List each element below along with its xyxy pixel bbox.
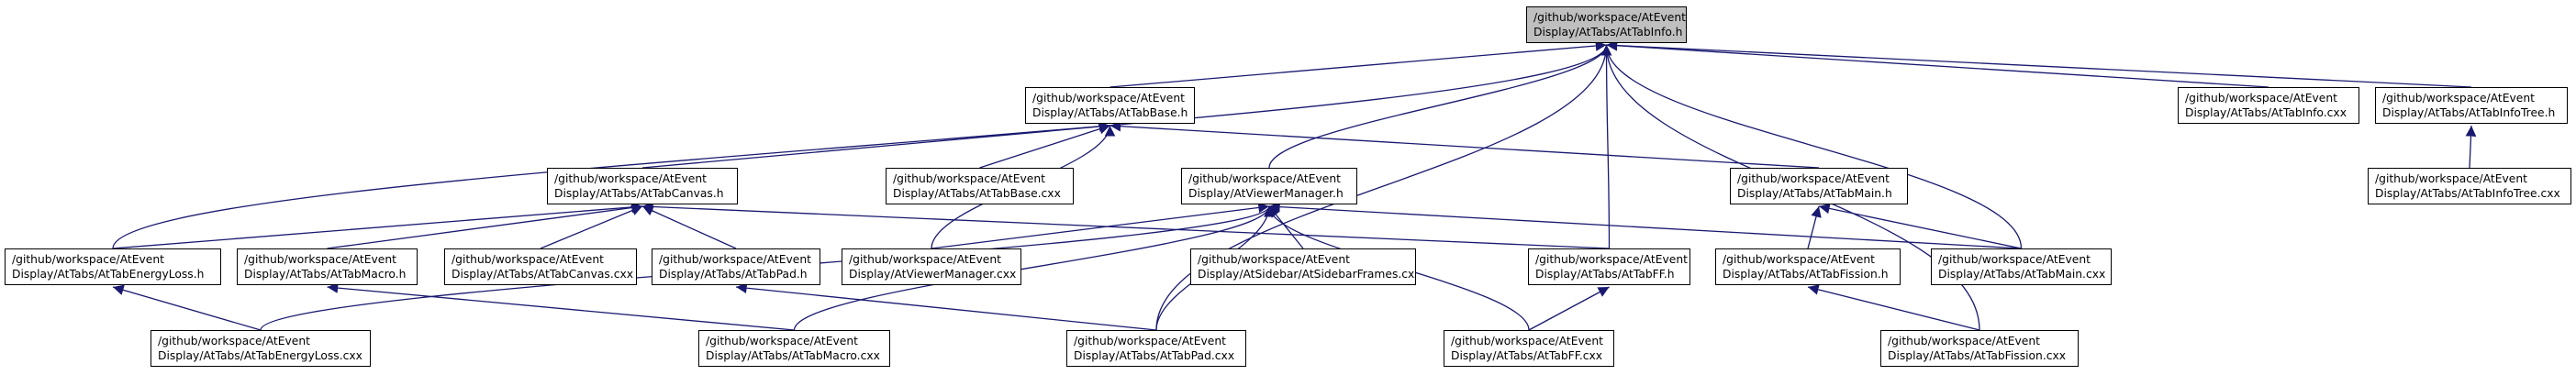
node-attabenergyloss-h[interactable]: /github/workspace/AtEvent Display/AtTabs… xyxy=(5,248,221,285)
edge-tabcanvas_h-to-tabbase_h xyxy=(641,121,1110,169)
edge-tabinfo_cxx-to-root xyxy=(1606,39,2269,88)
node-attabcanvas-h[interactable]: /github/workspace/AtEvent Display/AtTabs… xyxy=(547,168,738,204)
node-line-2: Display/AtTabs/AtTabBase.h xyxy=(1032,106,1188,119)
node-atviewermanager-cxx[interactable]: /github/workspace/AtEvent Display/AtView… xyxy=(842,248,1021,285)
edge-tabenergyloss_h-to-root xyxy=(112,44,1612,249)
node-line-2: Display/AtTabs/AtTabInfoTree.h xyxy=(2382,106,2556,119)
edge-sidebarframes_cxx-to-viewermanager_h xyxy=(1268,205,1304,249)
node-line-2: Display/AtTabs/AtTabPad.h xyxy=(659,268,808,281)
node-line-2: Display/AtTabs/AtTabMain.cxx xyxy=(1938,268,2106,281)
node-line-1: /github/workspace/AtEvent xyxy=(1032,92,1185,105)
edge-viewermanager_cxx-to-viewermanager_h xyxy=(931,202,1270,249)
node-line-1: /github/workspace/AtEvent xyxy=(2375,172,2527,185)
node-line-2: Display/AtTabs/AtTabMain.h xyxy=(1737,187,1892,200)
node-attabenergyloss-cxx[interactable]: /github/workspace/AtEvent Display/AtTabs… xyxy=(151,330,371,367)
node-attabmain-cxx[interactable]: /github/workspace/AtEvent Display/AtTabs… xyxy=(1931,248,2112,285)
node-line-2: Display/AtTabs/AtTabInfo.h xyxy=(1533,26,1683,39)
edge-tabinfotree_h-to-root xyxy=(1606,39,2472,88)
node-line-1: /github/workspace/AtEvent xyxy=(1938,253,2091,266)
node-line-1: /github/workspace/AtEvent xyxy=(452,253,604,266)
node-line-2: Display/AtTabs/AtTabCanvas.cxx xyxy=(452,268,634,281)
node-line-1: /github/workspace/AtEvent xyxy=(1737,172,1890,185)
node-line-1: /github/workspace/AtEvent xyxy=(12,253,164,266)
node-attabmain-h[interactable]: /github/workspace/AtEvent Display/AtTabs… xyxy=(1730,168,1908,204)
node-line-1: /github/workspace/AtEvent xyxy=(554,172,707,185)
node-line-1: /github/workspace/AtEvent xyxy=(1198,253,1350,266)
node-root-attabinfo-h: /github/workspace/AtEvent Display/AtTabs… xyxy=(1526,6,1687,43)
node-line-1: /github/workspace/AtEvent xyxy=(659,253,811,266)
edge-tabenergyloss_h-to-tabcanvas_h xyxy=(112,202,643,249)
edge-tabmacro_h-to-tabcanvas_h xyxy=(327,202,643,249)
node-line-2: Display/AtTabs/AtTabFission.cxx xyxy=(1888,349,2067,362)
node-attabcanvas-cxx[interactable]: /github/workspace/AtEvent Display/AtTabs… xyxy=(444,248,637,285)
edge-tabff_h-to-root xyxy=(1600,44,1612,249)
node-line-2: Display/AtTabs/AtTabFF.cxx xyxy=(1451,349,1603,362)
node-attabfission-h[interactable]: /github/workspace/AtEvent Display/AtTabs… xyxy=(1715,248,1901,285)
node-atsidebarframes-cxx[interactable]: /github/workspace/AtEvent Display/AtSide… xyxy=(1190,248,1416,285)
edge-tabmain_cxx-to-root xyxy=(1600,44,2023,249)
node-attabmacro-cxx[interactable]: /github/workspace/AtEvent Display/AtTabs… xyxy=(698,330,890,367)
edge-tabcanvas_cxx-to-tabcanvas_h xyxy=(540,205,643,249)
edge-tabff_h-to-tabcanvas_h xyxy=(641,201,1610,249)
node-attabfission-cxx[interactable]: /github/workspace/AtEvent Display/AtTabs… xyxy=(1880,330,2079,367)
node-line-2: Display/AtTabs/AtTabPad.cxx xyxy=(1074,349,1235,362)
node-atviewermanager-h[interactable]: /github/workspace/AtEvent Display/AtView… xyxy=(1181,168,1357,204)
edge-tabff_cxx-to-tabff_h xyxy=(1528,286,1610,331)
edge-tabmain_cxx-to-viewermanager_h xyxy=(1268,201,2022,249)
node-line-2: Display/AtSidebar/AtSidebarFrames.cxx xyxy=(1198,268,1416,281)
node-attabpad-cxx[interactable]: /github/workspace/AtEvent Display/AtTabs… xyxy=(1066,330,1246,367)
edge-tabfission_cxx-to-tabfission_h xyxy=(1807,284,1980,331)
edge-tabmain_cxx-to-tabmain_h xyxy=(1818,203,2022,249)
edge-tabfission_h-to-tabmain_h xyxy=(1807,205,1822,249)
node-line-1: /github/workspace/AtEvent xyxy=(244,253,396,266)
edge-tabpad_cxx-to-tabpad_h xyxy=(735,282,1157,331)
node-line-2: Display/AtTabs/AtTabFF.h xyxy=(1535,268,1675,281)
node-attabinfotree-h[interactable]: /github/workspace/AtEvent Display/AtTabs… xyxy=(2375,87,2568,124)
node-line-1: /github/workspace/AtEvent xyxy=(1535,253,1688,266)
node-line-1: /github/workspace/AtEvent xyxy=(706,335,858,347)
node-line-2: Display/AtTabs/AtTabMacro.h xyxy=(244,268,407,281)
node-line-2: Display/AtTabs/AtTabEnergyLoss.cxx xyxy=(158,349,362,362)
edge-tabpad_h-to-tabcanvas_h xyxy=(641,205,737,249)
node-attabbase-cxx[interactable]: /github/workspace/AtEvent Display/AtTabs… xyxy=(886,168,1074,204)
node-line-2: Display/AtTabs/AtTabCanvas.h xyxy=(554,187,724,200)
node-line-1: /github/workspace/AtEvent xyxy=(2382,92,2535,105)
node-line-1: /github/workspace/AtEvent xyxy=(2185,92,2337,105)
node-line-2: Display/AtViewerManager.cxx xyxy=(849,268,1017,281)
node-attabinfotree-cxx[interactable]: /github/workspace/AtEvent Display/AtTabs… xyxy=(2368,168,2571,204)
edge-tabinfotree_cxx-to-tabinfotree_h xyxy=(2465,125,2477,169)
node-line-1: /github/workspace/AtEvent xyxy=(893,172,1045,185)
node-line-1: /github/workspace/AtEvent xyxy=(849,253,1001,266)
node-line-2: Display/AtTabs/AtTabEnergyLoss.h xyxy=(12,268,205,281)
node-line-2: Display/AtViewerManager.h xyxy=(1188,187,1344,200)
node-line-2: Display/AtTabs/AtTabFission.h xyxy=(1723,268,1889,281)
edge-viewermanager_h-to-root xyxy=(1268,44,1612,169)
edge-tabmain_h-to-tabbase_h xyxy=(1110,120,1820,169)
edge-tabenergyloss_cxx-to-tabenergyloss_h xyxy=(112,284,262,331)
node-line-1: /github/workspace/AtEvent xyxy=(1888,335,2040,347)
edge-tabpad_cxx-to-root xyxy=(1155,44,1612,331)
edge-tabbase_cxx-to-tabbase_h xyxy=(979,124,1110,169)
node-attabff-cxx[interactable]: /github/workspace/AtEvent Display/AtTabs… xyxy=(1444,330,1614,367)
edge-tabmacro_cxx-to-tabmacro_h xyxy=(327,282,795,331)
node-line-1: /github/workspace/AtEvent xyxy=(1451,335,1603,347)
node-attabpad-h[interactable]: /github/workspace/AtEvent Display/AtTabs… xyxy=(652,248,820,285)
node-line-1: /github/workspace/AtEvent xyxy=(1723,253,1875,266)
node-line-2: Display/AtTabs/AtTabBase.cxx xyxy=(893,187,1061,200)
node-line-2: Display/AtTabs/AtTabInfo.cxx xyxy=(2185,106,2347,119)
node-attabbase-h[interactable]: /github/workspace/AtEvent Display/AtTabs… xyxy=(1025,87,1195,124)
node-attabff-h[interactable]: /github/workspace/AtEvent Display/AtTabs… xyxy=(1528,248,1690,285)
node-attabmacro-h[interactable]: /github/workspace/AtEvent Display/AtTabs… xyxy=(237,248,418,285)
node-attabinfo-cxx[interactable]: /github/workspace/AtEvent Display/AtTabs… xyxy=(2178,87,2359,124)
node-line-2: Display/AtTabs/AtTabInfoTree.cxx xyxy=(2375,187,2560,200)
node-line-1: /github/workspace/AtEvent xyxy=(1533,11,1686,24)
node-line-2: Display/AtTabs/AtTabMacro.cxx xyxy=(706,349,880,362)
node-line-1: /github/workspace/AtEvent xyxy=(1074,335,1226,347)
edge-tabmacro_cxx-to-viewermanager_h xyxy=(793,205,1275,331)
node-line-1: /github/workspace/AtEvent xyxy=(1188,172,1341,185)
node-line-1: /github/workspace/AtEvent xyxy=(158,335,310,347)
edge-tabbase_h-to-root xyxy=(1110,40,1607,88)
